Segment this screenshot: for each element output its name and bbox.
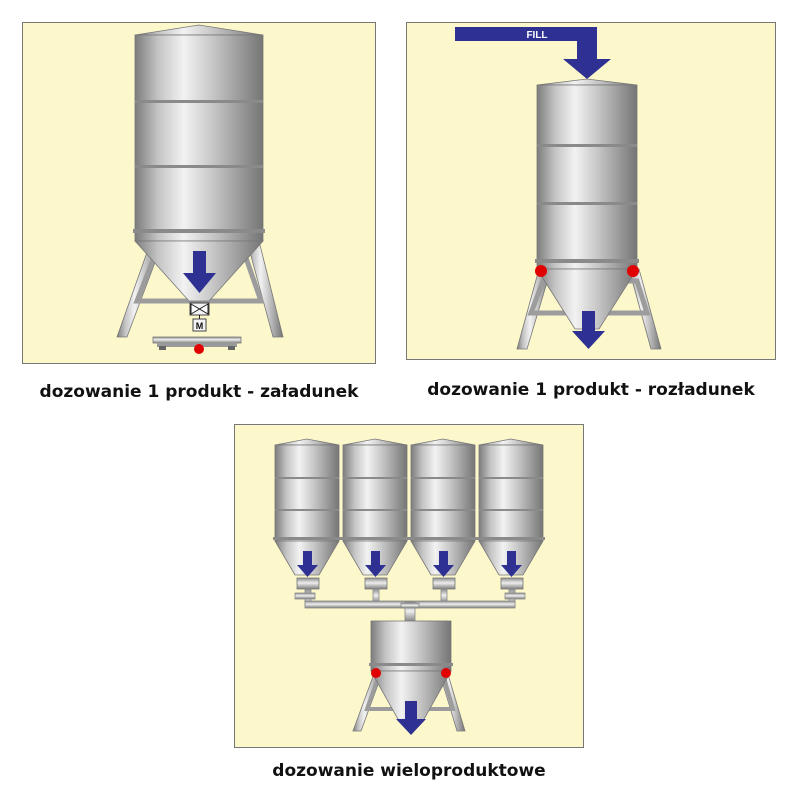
motor-icon: M — [192, 318, 207, 332]
silo-icon — [369, 620, 453, 722]
arrow-down-icon — [572, 311, 605, 349]
load-cell-icon — [371, 668, 381, 678]
silo-diagram-multi-product — [273, 438, 545, 735]
silo-icon — [341, 438, 409, 576]
arrow-down-icon — [433, 551, 454, 577]
arrow-down-icon — [455, 27, 611, 79]
panel-unloading: FILL — [406, 22, 776, 360]
load-cell-icon — [627, 265, 639, 277]
arrow-down-icon — [501, 551, 522, 577]
caption-multi-product: dozowanie wieloproduktowe — [272, 761, 546, 781]
load-cell-icon — [441, 668, 451, 678]
caption-loading: dozowanie 1 produkt - załadunek — [39, 382, 359, 402]
caption-unloading: dozowanie 1 produkt - rozładunek — [427, 380, 755, 400]
load-cell-icon — [535, 265, 547, 277]
silo-icon — [273, 438, 341, 576]
valve-icon — [296, 577, 524, 590]
arrow-down-icon — [365, 551, 386, 577]
valve-icon — [189, 302, 210, 319]
load-cell-icon — [194, 344, 204, 354]
pipe-icon — [294, 588, 526, 623]
silo-diagram-unloading: FILL — [455, 27, 662, 350]
arrow-down-icon — [183, 251, 216, 293]
silo-icon — [477, 438, 545, 576]
motor-label: M — [196, 321, 204, 331]
silo-legs — [352, 670, 466, 732]
arrow-down-icon — [297, 551, 318, 577]
silo-icon — [535, 78, 639, 330]
panel-multi-product — [234, 424, 584, 748]
arrow-down-icon — [396, 701, 426, 735]
silo-diagram-loading: M — [116, 24, 284, 354]
fill-label: FILL — [526, 30, 547, 41]
panel-loading: M — [22, 22, 376, 364]
